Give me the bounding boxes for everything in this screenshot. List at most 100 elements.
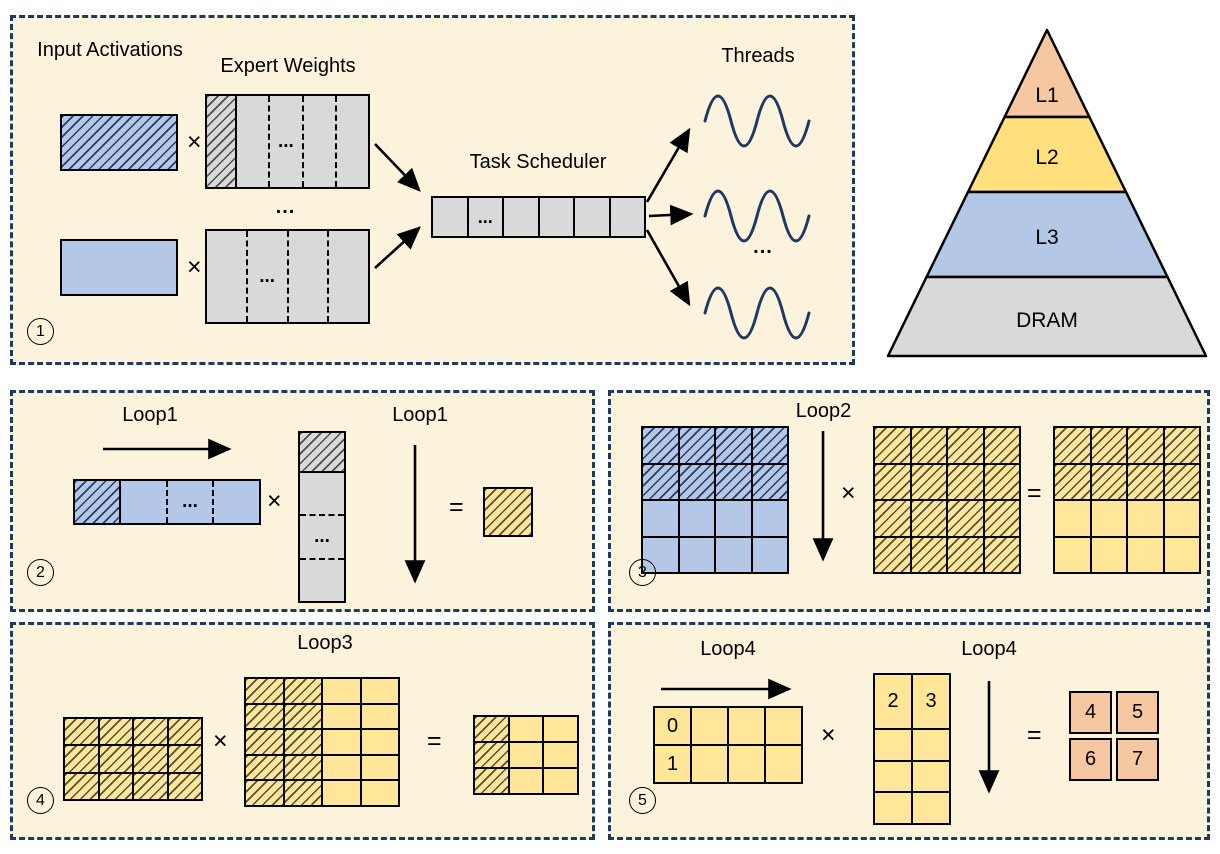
cell bbox=[911, 537, 946, 572]
cell bbox=[948, 501, 983, 536]
panel1-arrows-and-waves bbox=[374, 94, 811, 340]
expert-weights-label: Expert Weights bbox=[220, 55, 356, 77]
panel-2-loop1: Loop1 ... × ... Loop1 = 2 bbox=[10, 390, 595, 612]
panel-number-3: 3 bbox=[629, 559, 656, 586]
cell bbox=[1055, 428, 1090, 463]
cell bbox=[284, 781, 321, 805]
loop2-label: Loop2 bbox=[795, 400, 852, 422]
queue-cell bbox=[573, 198, 609, 236]
panel-4-loop3: Loop3 × = 4 bbox=[10, 622, 595, 840]
weight-segment bbox=[301, 96, 335, 187]
weight-segment bbox=[207, 231, 246, 322]
result-matrix-c bbox=[473, 715, 579, 795]
cell bbox=[913, 793, 949, 823]
cell bbox=[1091, 501, 1126, 536]
cell bbox=[284, 704, 321, 729]
times-operator: × bbox=[187, 253, 202, 281]
weight-matrix-b bbox=[244, 677, 400, 807]
vector-tile bbox=[212, 481, 260, 523]
times-operator: × bbox=[841, 479, 856, 507]
cell bbox=[99, 773, 132, 799]
cell bbox=[911, 428, 946, 463]
cell bbox=[679, 464, 714, 499]
times-operator: × bbox=[213, 727, 228, 755]
cell bbox=[1164, 537, 1199, 572]
equals-operator: = bbox=[449, 493, 464, 521]
vector-tile-dots: ... bbox=[300, 514, 344, 557]
cell bbox=[246, 704, 283, 729]
cell-c5: 5 bbox=[1116, 691, 1159, 734]
arrow-weights1-to-scheduler bbox=[374, 143, 421, 192]
cell bbox=[1164, 464, 1199, 499]
cell bbox=[361, 704, 398, 729]
cell bbox=[475, 769, 508, 793]
cell bbox=[168, 719, 201, 745]
cell bbox=[766, 746, 801, 782]
cell bbox=[716, 537, 751, 572]
cell bbox=[752, 537, 787, 572]
vector-tile bbox=[300, 473, 344, 514]
cell bbox=[323, 755, 360, 780]
cell-b3: 3 bbox=[913, 675, 949, 728]
cell bbox=[875, 761, 911, 792]
panel-number-4: 4 bbox=[27, 787, 54, 814]
cell bbox=[716, 501, 751, 536]
activation-matrix-a: 0 1 bbox=[653, 706, 803, 784]
threads-label: Threads bbox=[721, 45, 795, 67]
cell bbox=[544, 743, 577, 767]
pyramid-label-dram: DRAM bbox=[1016, 309, 1078, 332]
cell bbox=[875, 464, 910, 499]
cell bbox=[284, 730, 321, 754]
loop4-label-right: Loop4 bbox=[961, 638, 1017, 660]
panel-number-5: 5 bbox=[629, 787, 656, 814]
task-queue: ... bbox=[431, 196, 646, 238]
cell bbox=[544, 769, 577, 793]
cell bbox=[1055, 537, 1090, 572]
cell bbox=[134, 719, 167, 745]
cell bbox=[729, 746, 764, 782]
ellipsis-threads: ... bbox=[753, 236, 773, 258]
cell bbox=[134, 773, 167, 799]
input-activation-matrix-hatched bbox=[60, 114, 178, 171]
cell bbox=[475, 717, 508, 741]
weight-segment-dots: ... bbox=[245, 231, 287, 322]
vector-tile-hatched bbox=[300, 433, 344, 473]
cell bbox=[1128, 537, 1163, 572]
cell bbox=[99, 719, 132, 745]
cell-a0: 0 bbox=[655, 708, 690, 744]
cell bbox=[875, 501, 910, 536]
cell bbox=[65, 719, 98, 745]
cell bbox=[361, 755, 398, 780]
pyramid-label-l1: L1 bbox=[1035, 84, 1058, 107]
vector-tile-hatched bbox=[75, 481, 121, 523]
cell bbox=[679, 428, 714, 463]
cell bbox=[913, 761, 949, 792]
cell bbox=[1164, 428, 1199, 463]
weight-segment-dots: ... bbox=[268, 96, 301, 187]
cell bbox=[679, 501, 714, 536]
cell bbox=[643, 428, 678, 463]
cell bbox=[246, 781, 283, 805]
cell bbox=[643, 464, 678, 499]
cell bbox=[875, 793, 911, 823]
cell bbox=[752, 428, 787, 463]
cell bbox=[875, 537, 910, 572]
vector-tile-dots: ... bbox=[165, 481, 213, 523]
pyramid-label-l3: L3 bbox=[1035, 226, 1058, 249]
cell-c6: 6 bbox=[1069, 738, 1112, 781]
arrow-scheduler-to-thread3 bbox=[645, 229, 691, 307]
cell bbox=[948, 428, 983, 463]
cell bbox=[643, 501, 678, 536]
loop1-label-top: Loop1 bbox=[122, 404, 178, 426]
cell bbox=[284, 679, 321, 703]
activation-row-vector: ... bbox=[73, 479, 261, 525]
cell bbox=[361, 781, 398, 805]
equals-operator: = bbox=[427, 727, 442, 755]
weight-tile-hatched bbox=[207, 96, 237, 187]
cell bbox=[323, 781, 360, 805]
cell bbox=[284, 755, 321, 780]
equals-operator: = bbox=[1027, 479, 1042, 507]
cell bbox=[168, 773, 201, 799]
cell bbox=[65, 773, 98, 799]
